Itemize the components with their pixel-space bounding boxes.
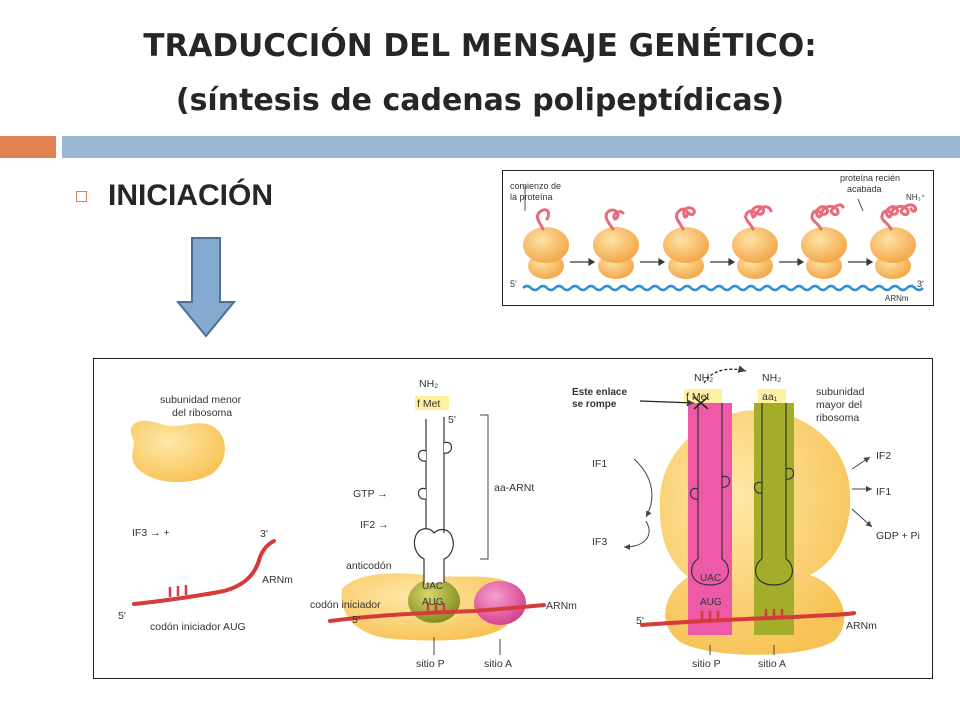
uac-label-2: UAC <box>700 573 721 584</box>
trna-five-prime: 5' <box>448 414 456 426</box>
aa1-label: aa₁ <box>762 391 778 403</box>
aug-label-2: AUG <box>700 597 722 608</box>
large-subunit-label-3: ribosoma <box>816 412 859 424</box>
gtp-label: GTP → <box>353 488 388 500</box>
bond-note-2: se rompe <box>572 399 617 410</box>
uac-label-1: UAC <box>422 581 443 592</box>
site-p-label-2: sitio P <box>692 658 721 670</box>
down-arrow-icon <box>175 237 237 338</box>
fmet-label-1: f Met <box>417 398 440 410</box>
step1-three-prime: 3' <box>260 528 268 540</box>
mrna-label: ARNm <box>885 294 909 303</box>
accent-bar-blue <box>62 136 960 158</box>
start-codon-label: codón iniciador <box>310 599 381 611</box>
if1-label-right: IF1 <box>876 486 891 498</box>
aug-label-1: AUG <box>422 597 444 608</box>
five-prime-label: 5' <box>510 279 517 289</box>
start-protein-label-2: la proteína <box>510 192 553 202</box>
site-a-label-2: sitio A <box>758 658 786 670</box>
large-subunit-label-1: subunidad <box>816 386 865 398</box>
start-codon-aug-label: codón iniciador AUG <box>150 621 246 633</box>
step3-mrna-label: ARNm <box>846 620 877 632</box>
step3-five-prime: 5' <box>636 615 644 627</box>
aa-trna-label: aa-ARNt <box>494 482 534 494</box>
step2-mrna-label: ARNm <box>546 600 577 612</box>
small-subunit-label-1: subunidad menor <box>160 394 242 406</box>
if2-label: IF2 <box>876 450 891 462</box>
bullet-square-icon <box>76 191 87 202</box>
step2-five-prime: 5' <box>352 614 360 626</box>
nh2-label-3: NH₂ <box>762 372 781 384</box>
nh2-label-2: NH₂ <box>694 372 713 384</box>
start-protein-label-1: comienzo de <box>510 181 561 191</box>
fmet-label-2: f Met <box>686 391 709 403</box>
nh2-label-1: NH₂ <box>419 378 438 390</box>
nh3-label: NH₃⁺ <box>906 193 925 202</box>
mrna-strand <box>522 284 924 292</box>
finished-protein-label-2: acabada <box>847 184 882 194</box>
accent-bar-orange <box>0 136 56 158</box>
step1-five-prime: 5' <box>118 610 126 622</box>
bond-note-1: Este enlace <box>572 387 627 398</box>
polysome-ribosomes <box>523 227 916 279</box>
slide-subtitle: (síntesis de cadenas polipeptídicas) <box>175 83 785 118</box>
step1-mrna-label: ARNm <box>262 574 293 586</box>
large-subunit-label-2: mayor del <box>816 399 862 411</box>
step1-mrna-strand <box>132 539 276 606</box>
site-a-label-1: sitio A <box>484 658 512 670</box>
step2-complex <box>328 396 546 641</box>
step1-codon-ticks <box>168 585 188 597</box>
initiation-figure: subunidad menor del ribosoma IF3 → + 3' … <box>93 358 933 679</box>
finished-protein-label-1: proteína recién <box>840 173 900 183</box>
ribosome-progress-arrows <box>570 257 874 267</box>
gdp-pi-label: GDP + Pi <box>876 530 920 542</box>
if3-label: IF3 <box>592 536 607 548</box>
if3-plus-label: IF3 → + <box>132 527 170 539</box>
if1-label-left: IF1 <box>592 458 607 470</box>
site-p-label-1: sitio P <box>416 658 445 670</box>
bullet-label: INICIACIÓN <box>108 179 273 212</box>
three-prime-label: 3' <box>917 279 924 289</box>
slide-title: TRADUCCIÓN DEL MENSAJE GENÉTICO: <box>143 28 817 64</box>
polysome-figure: comienzo de la proteína proteína recién … <box>502 170 934 306</box>
polypeptide-chains <box>535 203 917 231</box>
if2-arrow-label: IF2 → <box>360 519 389 531</box>
step3-full-ribosome <box>639 365 856 655</box>
small-subunit-label-2: del ribosoma <box>172 407 232 419</box>
step1-small-subunit <box>130 420 225 483</box>
anticodon-label: anticodón <box>346 560 392 572</box>
